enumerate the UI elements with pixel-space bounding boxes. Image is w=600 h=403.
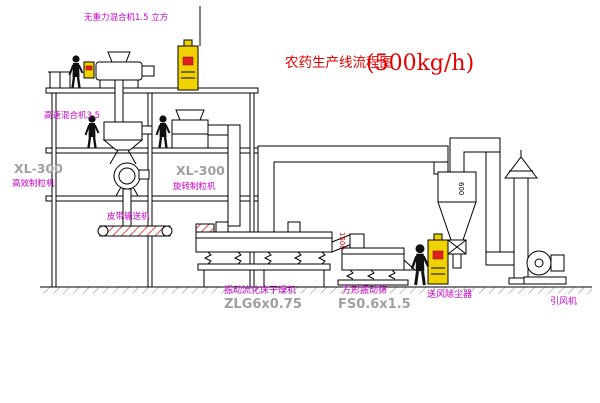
hs-mixer-motor xyxy=(141,125,153,135)
sieve-springs xyxy=(345,269,396,280)
label-granulator-center-name: 旋转制粒机 xyxy=(173,181,216,192)
mixer-discharge-pipe xyxy=(114,79,124,123)
diagram-title: 农药生产线流程图 xyxy=(285,55,393,71)
fan-motor xyxy=(550,254,565,272)
induced-draft-fan xyxy=(523,250,567,285)
operator-figure xyxy=(68,54,84,90)
control-cabinet-top xyxy=(177,6,201,91)
pipe-dimension: 1500 xyxy=(338,232,346,250)
high-speed-mixer xyxy=(102,121,153,165)
mixer-control-button xyxy=(85,65,93,71)
rotary-valve xyxy=(447,239,467,269)
pan-granulator xyxy=(113,162,150,227)
cabinet-lamp xyxy=(433,233,443,241)
label-high-speed-mixer: 高速混合机3.5 xyxy=(44,110,100,121)
cabinet-button xyxy=(182,56,194,66)
control-cabinet-bottom xyxy=(427,233,449,285)
cyclone-dimension: 600 xyxy=(457,182,465,195)
belt-conveyor xyxy=(97,225,173,237)
operator-figure xyxy=(155,114,171,150)
rotary-granulator xyxy=(171,109,241,227)
exhaust-stack xyxy=(485,150,539,285)
label-gravity-mixer: 无重力混合机1.5 立方 xyxy=(84,12,168,23)
steel-structure xyxy=(45,71,259,288)
rain-cap xyxy=(503,156,539,179)
label-dust-collector: 送风除尘器 xyxy=(427,288,472,300)
exhaust-duct xyxy=(257,145,449,233)
cabinet-lamp xyxy=(183,39,193,47)
label-fan: 引风机 xyxy=(550,295,577,307)
label-granulator-center-model: XL-300 xyxy=(176,163,225,178)
granulator-motor xyxy=(138,169,150,180)
roof-railing xyxy=(48,71,71,88)
feed-downpipe xyxy=(227,124,241,227)
dryer-feed-inlet xyxy=(195,223,215,233)
fluid-bed-dryer xyxy=(195,221,333,287)
vibrating-sieve: 1500 xyxy=(331,232,417,286)
cabinet-button xyxy=(432,250,444,260)
label-dryer-model: ZLG6x0.75 xyxy=(224,297,302,312)
y-chute xyxy=(109,149,137,165)
operator-figure xyxy=(410,242,430,287)
downcomer-duct xyxy=(485,151,501,259)
gravity-mixer xyxy=(83,51,155,123)
dryer-springs xyxy=(203,251,326,265)
label-granulator-left-name: 高效制粒机 xyxy=(12,178,55,189)
label-sieve-name: 方形振动筛 xyxy=(342,284,387,296)
diagram-capacity: (500kg/h) xyxy=(366,51,474,76)
label-belt-conveyor: 皮带输送机 xyxy=(107,211,150,222)
ground-line xyxy=(40,286,592,294)
label-sieve-model: FS0.6x1.5 xyxy=(338,297,411,312)
mixer-motor xyxy=(141,65,155,77)
label-dryer-name: 振动流化床干燥机 xyxy=(224,284,296,296)
label-granulator-left-model: XL-300 xyxy=(14,161,63,176)
cyclone-separator: 600 xyxy=(437,137,501,259)
